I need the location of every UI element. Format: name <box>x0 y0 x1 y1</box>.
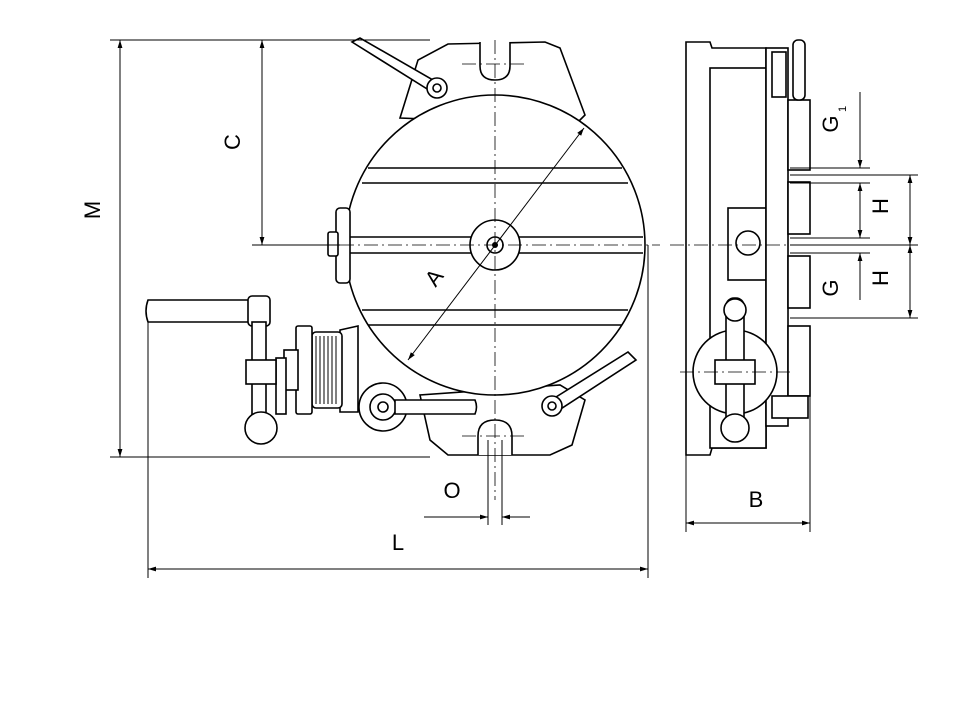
side-dimensions <box>685 92 918 532</box>
worm-housing <box>275 325 359 415</box>
lower-right-clamp-lever <box>541 350 638 417</box>
label-H-upper: H <box>868 198 893 214</box>
label-M: M <box>80 201 105 219</box>
label-G: G <box>818 279 843 296</box>
label-G1: G 1 <box>818 106 849 133</box>
side-bore <box>735 230 761 256</box>
label-L: L <box>392 530 404 555</box>
upper-clamp-lever <box>350 37 448 99</box>
label-C: C <box>220 134 245 150</box>
label-B: B <box>749 487 764 512</box>
side-top-lever <box>792 39 806 101</box>
crank-handle <box>145 295 278 445</box>
lower-left-lock-lever <box>358 382 478 432</box>
label-O: O <box>443 478 460 503</box>
front-dimensions <box>110 39 649 578</box>
label-H-lower: H <box>868 270 893 286</box>
svg-text:1: 1 <box>837 106 849 112</box>
side-view <box>670 39 830 456</box>
svg-text:G: G <box>818 115 843 132</box>
side-table-plate <box>765 47 789 427</box>
upper-slot <box>479 42 511 81</box>
front-view <box>145 37 660 500</box>
